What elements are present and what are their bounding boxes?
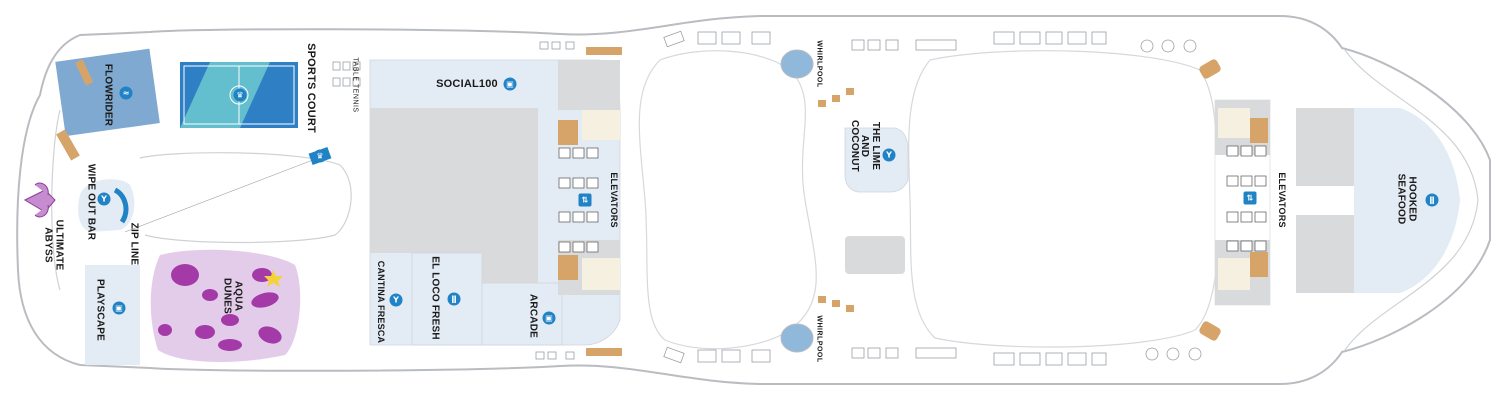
ticket-icon: ▣ <box>503 77 517 91</box>
table-tennis-label[interactable]: TABLE TENNIS <box>351 57 359 113</box>
restroom-block <box>1218 108 1250 138</box>
aqua-dunes-star <box>264 270 283 287</box>
stairwell-gray <box>558 60 620 110</box>
restroom-block <box>582 110 620 140</box>
zip-line-icon: ♛ <box>313 149 327 163</box>
restroom-block <box>1218 258 1250 290</box>
zip-line-cable <box>124 157 319 233</box>
hooked-seafood-label[interactable]: HOOKED SEAFOOD <box>1396 173 1418 225</box>
deck-loungers <box>535 30 1202 366</box>
hooked-dining-icon: ǁ <box>1425 193 1439 207</box>
service-area-gray <box>1296 215 1354 293</box>
social100-label[interactable]: SOCIAL100 <box>436 78 498 90</box>
stairs-wood <box>1250 252 1268 277</box>
elevator-cars-fwd <box>558 147 599 253</box>
aqua-dunes-label[interactable]: AQUA DUNES <box>222 277 244 314</box>
lime-cocktail-icon: Y <box>882 148 896 162</box>
wipe-out-bar-label[interactable]: WIPE OUT BAR <box>85 163 97 241</box>
ultimate-abyss-slide <box>23 182 56 218</box>
flowrider-label[interactable]: FLOWRIDER <box>102 63 114 127</box>
whirlpool-bottom-label[interactable]: WHIRLPOOL <box>815 315 823 363</box>
surfer-icon: ≈ <box>119 86 133 100</box>
service-area-gray <box>1296 108 1354 186</box>
arcade-ticket-icon: ▣ <box>542 311 556 325</box>
service-area-gray <box>370 108 538 253</box>
zip-line-track <box>139 152 352 244</box>
sports-court-lines <box>229 85 249 105</box>
el-loco-fresh-label[interactable]: EL LOCO FRESH <box>429 256 441 340</box>
zip-line-label[interactable]: ZIP LINE <box>128 222 140 266</box>
whirlpool-top-label[interactable]: WHIRLPOOL <box>815 40 823 88</box>
playscape-label[interactable]: PLAYSCAPE <box>94 278 106 342</box>
aqua-dunes-slides <box>158 264 282 351</box>
whirlpool-top <box>780 49 814 79</box>
whirlpool-bottom <box>780 323 814 353</box>
lime-and-coconut-label[interactable]: THE LIME AND COCONUT <box>848 120 881 172</box>
pool-deck-area-aft <box>908 50 1219 348</box>
stairs-wood <box>558 255 578 280</box>
hooked-seafood-area <box>1354 108 1460 293</box>
stairs-wood <box>1250 118 1268 143</box>
service-area-gray <box>845 236 905 274</box>
pool-deck-area-fwd <box>638 50 817 350</box>
sports-court-label[interactable]: SPORTS COURT <box>305 43 317 133</box>
elevators-fwd-label[interactable]: ELEVATORS <box>609 172 619 228</box>
stairs-wood <box>558 120 578 145</box>
dining-icon: ǁ <box>447 292 461 306</box>
elevators-aft-label[interactable]: ELEVATORS <box>1277 172 1287 228</box>
aft-elevator-icon: ⇅ <box>1243 191 1257 205</box>
stairs-wood <box>56 47 1221 356</box>
ultimate-abyss-label[interactable]: ULTIMATE ABYSS <box>43 219 65 271</box>
elevator-icon: ⇅ <box>578 193 592 207</box>
cantina-cocktail-icon: Y <box>389 293 403 307</box>
royal-caribbean-crown-icon: ♛ <box>233 88 247 102</box>
cantina-fresca-label[interactable]: CANTINA FRESCA <box>376 260 386 344</box>
cocktail-icon: Y <box>97 192 111 206</box>
arcade-label[interactable]: ARCADE <box>527 294 539 338</box>
table-tennis-tables <box>332 61 361 87</box>
wipe-out-bar-counter <box>113 187 129 224</box>
playscape-area <box>85 265 140 365</box>
playscape-ticket-icon: ▣ <box>112 301 126 315</box>
restroom-block <box>582 258 620 290</box>
sports-court-teal-stripe <box>180 62 270 128</box>
elevator-cars-aft <box>1226 145 1267 252</box>
lime-and-coconut-area <box>844 127 909 193</box>
inner-deck-line <box>1344 49 1479 351</box>
